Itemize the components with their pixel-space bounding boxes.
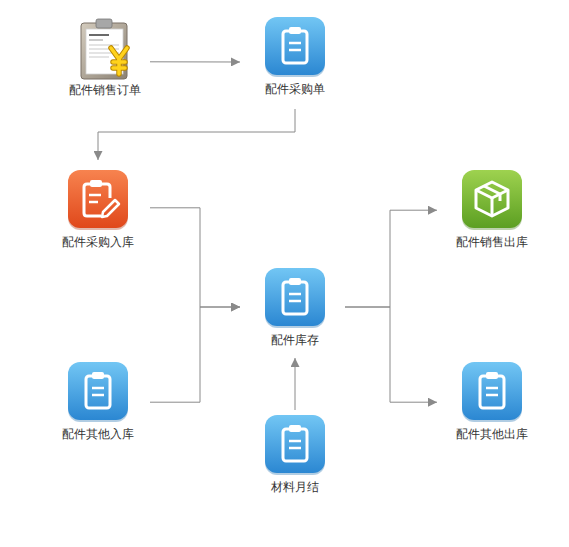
node-label: 配件库存	[271, 333, 319, 348]
node-text: 配件其他出库	[456, 427, 528, 442]
node-label: 材料月结	[271, 480, 319, 495]
node-text: 配件销售出库	[456, 235, 528, 250]
edit-icon	[68, 170, 128, 230]
node-text: 配件采购单	[265, 82, 325, 97]
clipboard-icon	[462, 362, 522, 422]
process-node: 配件销售出库	[462, 170, 522, 230]
node-label: 配件采购单	[265, 82, 325, 97]
node-label: 配件其他出库	[456, 427, 528, 442]
flow-arrow	[98, 109, 295, 160]
flow-arrow	[150, 61, 240, 62]
node-text: 配件销售订单	[69, 83, 141, 98]
node-text: 材料月结	[271, 480, 319, 495]
clipboard-icon	[265, 268, 325, 328]
flow-arrow	[150, 208, 240, 307]
node-label: 配件销售出库	[456, 235, 528, 250]
process-node: 配件库存	[265, 268, 325, 328]
package-icon	[462, 170, 522, 230]
process-node: 配件其他出库	[462, 362, 522, 422]
node-label: 配件销售订单	[69, 83, 141, 98]
flow-arrow	[345, 210, 437, 307]
node-label: 配件采购入库	[62, 235, 134, 250]
node-label: 配件其他入库	[62, 427, 134, 442]
order-form-icon	[81, 19, 127, 79]
clipboard-icon	[68, 362, 128, 422]
clipboard-icon	[265, 415, 325, 475]
node-text: 配件采购入库	[62, 235, 134, 250]
node-text: 配件库存	[271, 333, 319, 348]
clipboard-icon	[265, 17, 325, 77]
process-node: 材料月结	[265, 415, 325, 475]
flow-arrow	[345, 307, 437, 402]
flow-arrow	[150, 307, 240, 402]
process-node: 配件采购单	[265, 17, 325, 77]
process-node: 配件采购入库	[68, 170, 128, 230]
process-node: 配件其他入库	[68, 362, 128, 422]
order-node: 配件销售订单	[75, 18, 135, 78]
flow-arrow	[295, 358, 296, 410]
node-text: 配件其他入库	[62, 427, 134, 442]
